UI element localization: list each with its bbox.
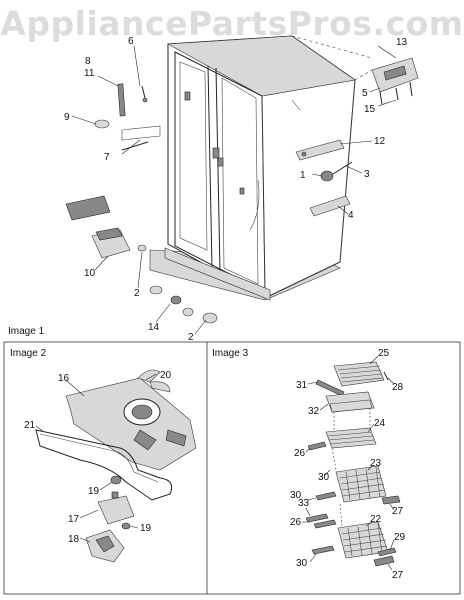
callout-25: 25 bbox=[378, 348, 390, 359]
part-16-cover bbox=[65, 377, 197, 471]
callout-31: 31 bbox=[296, 380, 308, 391]
image2-evaporator-assembly bbox=[35, 369, 197, 563]
callout-23: 23 bbox=[370, 458, 382, 469]
callout-27b: 27 bbox=[392, 570, 404, 581]
callout-32: 32 bbox=[308, 406, 320, 417]
image3-title: Image 3 bbox=[212, 348, 249, 359]
part-10-drain-cup bbox=[65, 195, 131, 259]
callout-30c: 30 bbox=[296, 558, 308, 569]
callout-24: 24 bbox=[374, 418, 386, 429]
part-6-screw bbox=[141, 85, 148, 103]
callout-8: 8 bbox=[85, 56, 91, 67]
part-23-basket bbox=[335, 465, 387, 503]
callout-19: 19 bbox=[88, 486, 100, 497]
image3-callouts: 25 31 28 32 24 26 23 30 33 27 30 26 22 3… bbox=[290, 348, 406, 581]
callout-30b: 30 bbox=[290, 490, 302, 501]
callout-26: 26 bbox=[294, 448, 306, 459]
part-31-bar bbox=[315, 379, 345, 397]
part-9-clip bbox=[94, 119, 110, 129]
callout-14: 14 bbox=[148, 322, 160, 333]
part-7-wire bbox=[121, 125, 161, 151]
callout-2: 2 bbox=[134, 288, 140, 299]
callout-10: 10 bbox=[84, 268, 96, 279]
part-4-bar bbox=[309, 195, 351, 217]
part-21-heater-loop bbox=[35, 429, 173, 501]
callout-27: 27 bbox=[392, 506, 404, 517]
callout-16: 16 bbox=[58, 373, 70, 384]
callout-11: 11 bbox=[84, 68, 95, 79]
part-13-bracket bbox=[291, 35, 419, 105]
callout-6: 6 bbox=[128, 36, 134, 47]
part-26-slide bbox=[307, 441, 327, 451]
callout-7: 7 bbox=[104, 152, 110, 163]
callout-33: 33 bbox=[298, 498, 310, 509]
callout-15: 15 bbox=[364, 104, 376, 115]
callout-21: 21 bbox=[24, 420, 36, 431]
part-8-rod bbox=[117, 83, 126, 117]
image2-title: Image 2 bbox=[10, 348, 47, 359]
image1-title: Image 1 bbox=[8, 326, 45, 337]
callout-20: 20 bbox=[160, 370, 172, 381]
callout-12: 12 bbox=[374, 136, 386, 147]
watermark-text: AppliancePartsPros.com bbox=[0, 4, 464, 43]
callout-26b: 26 bbox=[290, 517, 302, 528]
lower-panels-frame bbox=[3, 341, 461, 595]
callout-3: 3 bbox=[364, 169, 370, 180]
image3-shelf-assembly bbox=[305, 361, 401, 567]
part-20-fan bbox=[137, 369, 161, 383]
callout-9: 9 bbox=[64, 112, 70, 123]
callout-22: 22 bbox=[370, 514, 382, 525]
image1-callouts: 8 11 6 9 7 13 5 15 12 1 3 4 10 2 14 2 bbox=[64, 36, 408, 343]
part-12-bar bbox=[295, 139, 345, 161]
image2-callouts: 16 20 21 19 17 19 18 bbox=[24, 370, 172, 545]
callout-30: 30 bbox=[318, 472, 330, 483]
callout-18: 18 bbox=[68, 534, 80, 545]
image1-cabinet-assembly bbox=[149, 35, 356, 301]
callout-1: 1 bbox=[300, 170, 306, 181]
part-19-grommet bbox=[110, 475, 122, 485]
callout-17: 17 bbox=[68, 514, 80, 525]
part-2-plug bbox=[137, 244, 218, 324]
callout-29: 29 bbox=[394, 532, 406, 543]
callout-2b: 2 bbox=[188, 332, 194, 343]
callout-5: 5 bbox=[362, 88, 368, 99]
part-25-wire-shelf bbox=[333, 361, 385, 387]
callout-4: 4 bbox=[348, 210, 354, 221]
callout-19b: 19 bbox=[140, 523, 152, 534]
callout-13: 13 bbox=[396, 37, 408, 48]
part-17-motor bbox=[97, 495, 135, 525]
callout-28: 28 bbox=[392, 382, 404, 393]
